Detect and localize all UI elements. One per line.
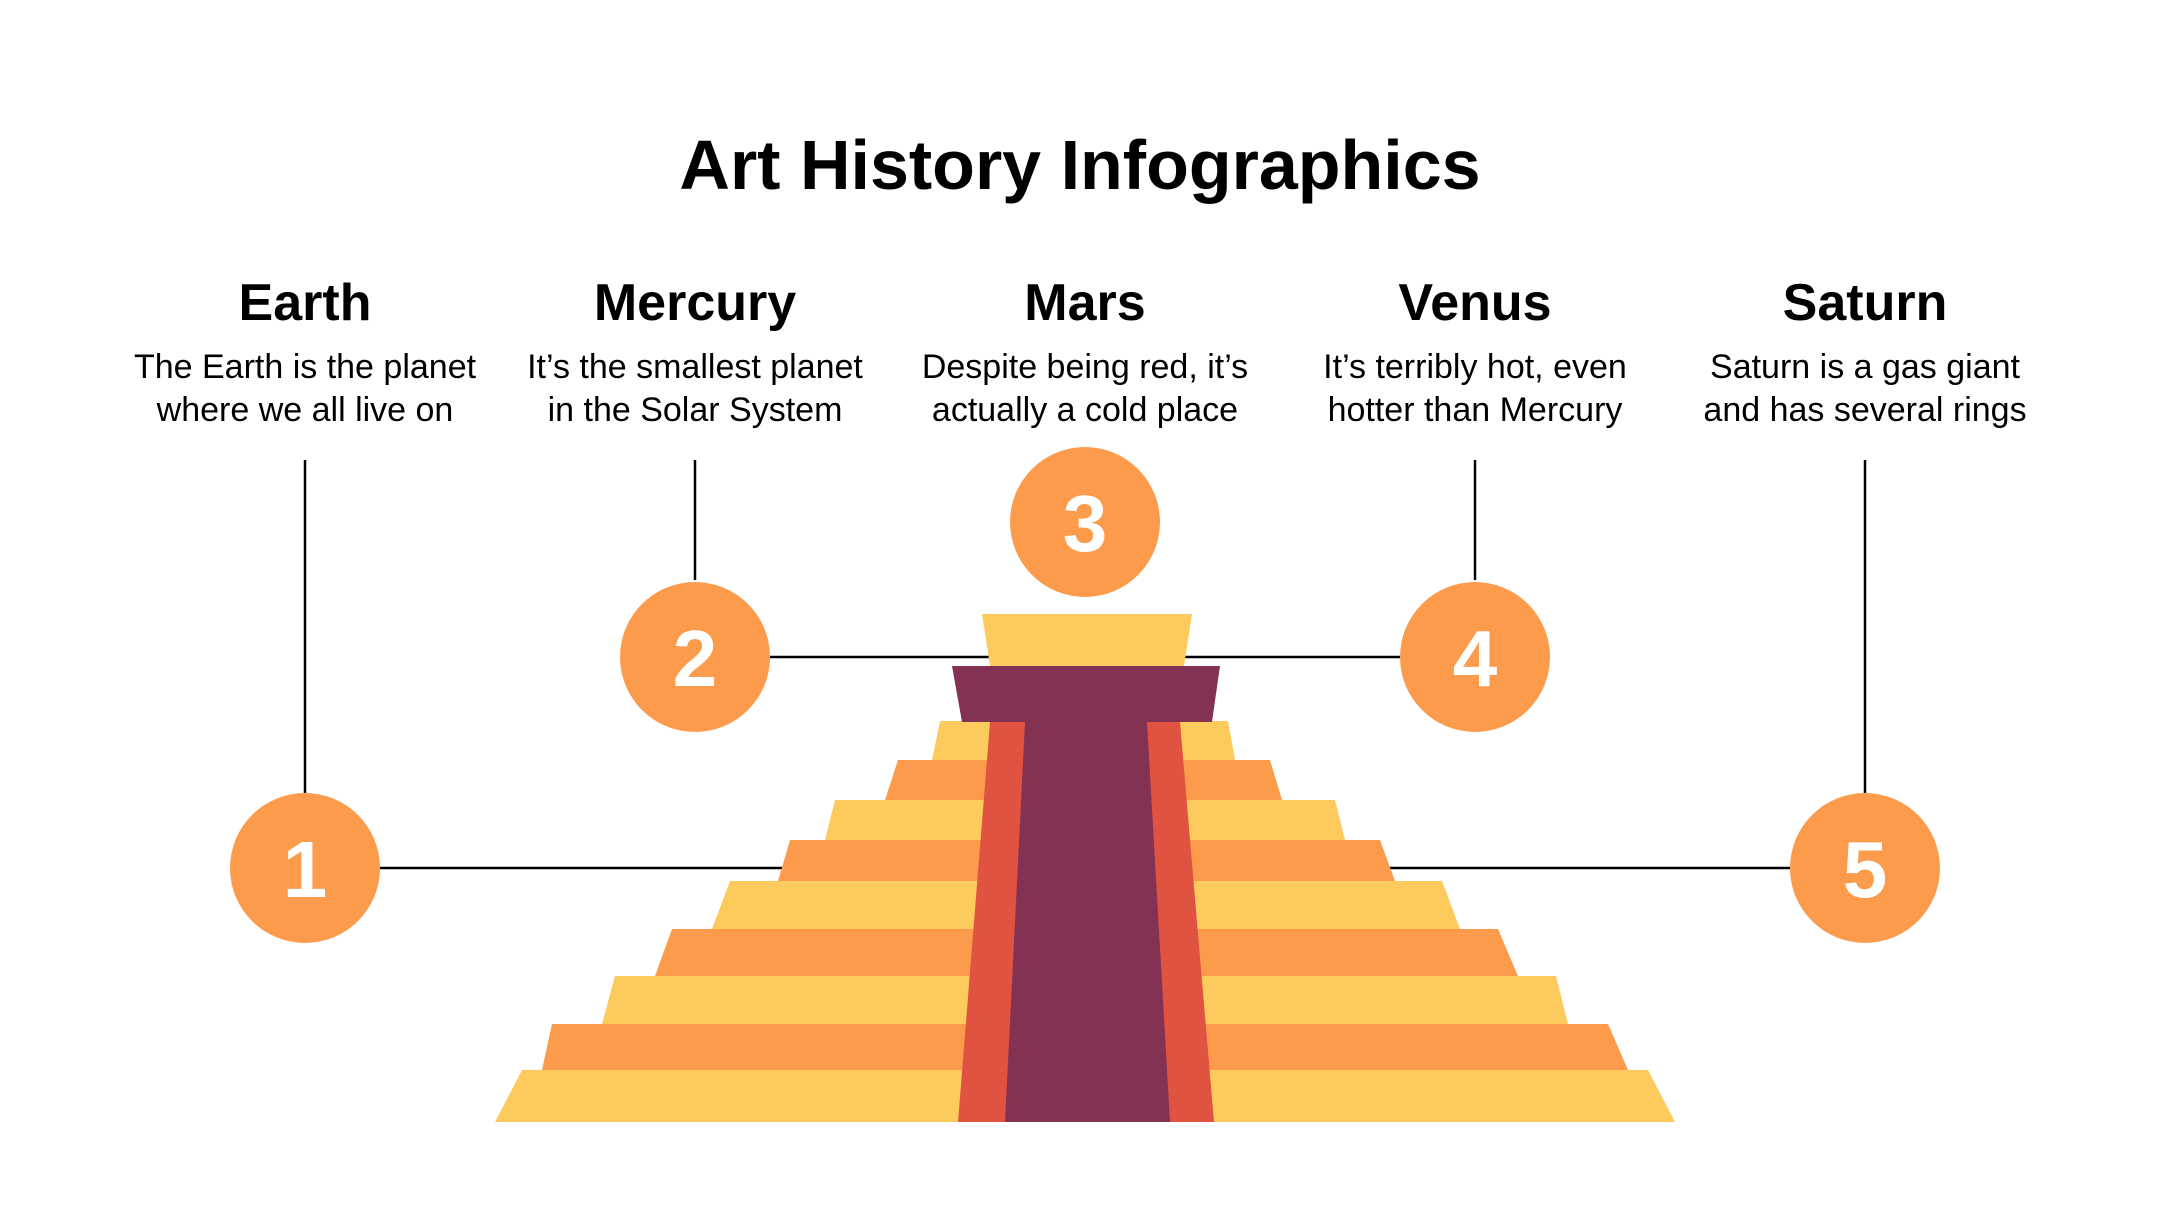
number-circle-1: 1 xyxy=(230,793,380,943)
number-label: 4 xyxy=(1453,614,1498,703)
staircase xyxy=(1005,722,1170,1122)
item-title: Earth xyxy=(238,274,372,332)
number-circle-5: 5 xyxy=(1790,793,1940,943)
connector-lines xyxy=(303,460,1867,870)
number-label: 1 xyxy=(283,825,328,914)
item-title: Venus xyxy=(1398,274,1552,332)
number-label: 3 xyxy=(1063,479,1108,568)
number-circle-3: 3 xyxy=(1010,447,1160,597)
item-title: Saturn xyxy=(1782,274,1948,332)
temple-roof xyxy=(952,666,1220,722)
page-title: Art History Infographics xyxy=(679,126,1481,204)
number-circle-4: 4 xyxy=(1400,582,1550,732)
temple-top xyxy=(982,614,1192,666)
item-title: Mars xyxy=(1024,274,1146,332)
number-circle-2: 2 xyxy=(620,582,770,732)
number-label: 2 xyxy=(673,614,718,703)
number-label: 5 xyxy=(1843,825,1888,914)
item-title: Mercury xyxy=(593,274,797,332)
